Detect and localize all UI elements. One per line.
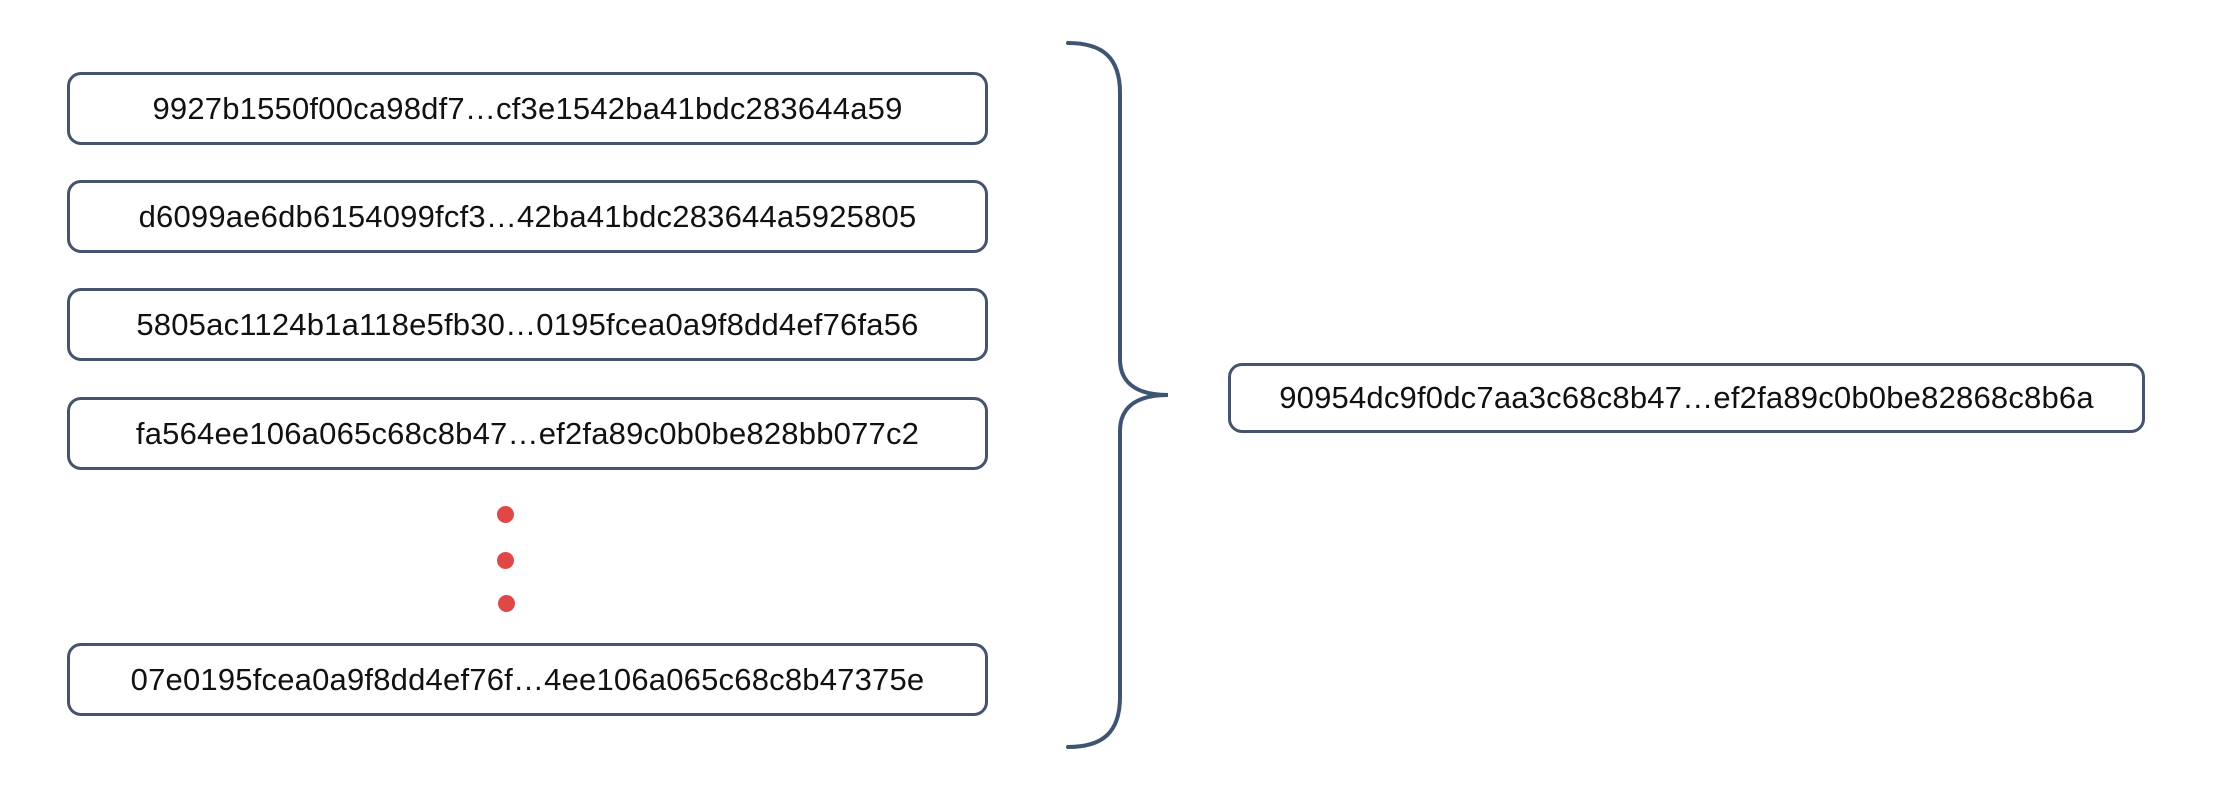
result-hash-box: 90954dc9f0dc7aa3c68c8b47…ef2fa89c0b0be82… bbox=[1228, 363, 2145, 433]
ellipsis-dot bbox=[498, 595, 515, 612]
hash-box: 5805ac1124b1a118e5fb30…0195fcea0a9f8dd4e… bbox=[67, 288, 988, 361]
hash-box: fa564ee106a065c68c8b47…ef2fa89c0b0be828b… bbox=[67, 397, 988, 470]
hash-box: 9927b1550f00ca98df7…cf3e1542ba41bdc28364… bbox=[67, 72, 988, 145]
ellipsis-dot bbox=[497, 506, 514, 523]
ellipsis-dot bbox=[497, 552, 514, 569]
hash-text: fa564ee106a065c68c8b47…ef2fa89c0b0be828b… bbox=[135, 415, 920, 451]
hash-box: d6099ae6db6154099fcf3…42ba41bdc283644a59… bbox=[67, 180, 988, 253]
hash-box: 07e0195fcea0a9f8dd4ef76f…4ee106a065c68c8… bbox=[67, 643, 988, 716]
hash-text: 07e0195fcea0a9f8dd4ef76f…4ee106a065c68c8… bbox=[130, 661, 925, 697]
hash-text: 5805ac1124b1a118e5fb30…0195fcea0a9f8dd4e… bbox=[136, 306, 919, 342]
curly-brace bbox=[1066, 41, 1169, 749]
hash-text: 9927b1550f00ca98df7…cf3e1542ba41bdc28364… bbox=[152, 90, 903, 126]
hash-text: 90954dc9f0dc7aa3c68c8b47…ef2fa89c0b0be82… bbox=[1279, 380, 2094, 415]
hash-text: d6099ae6db6154099fcf3…42ba41bdc283644a59… bbox=[138, 198, 917, 234]
